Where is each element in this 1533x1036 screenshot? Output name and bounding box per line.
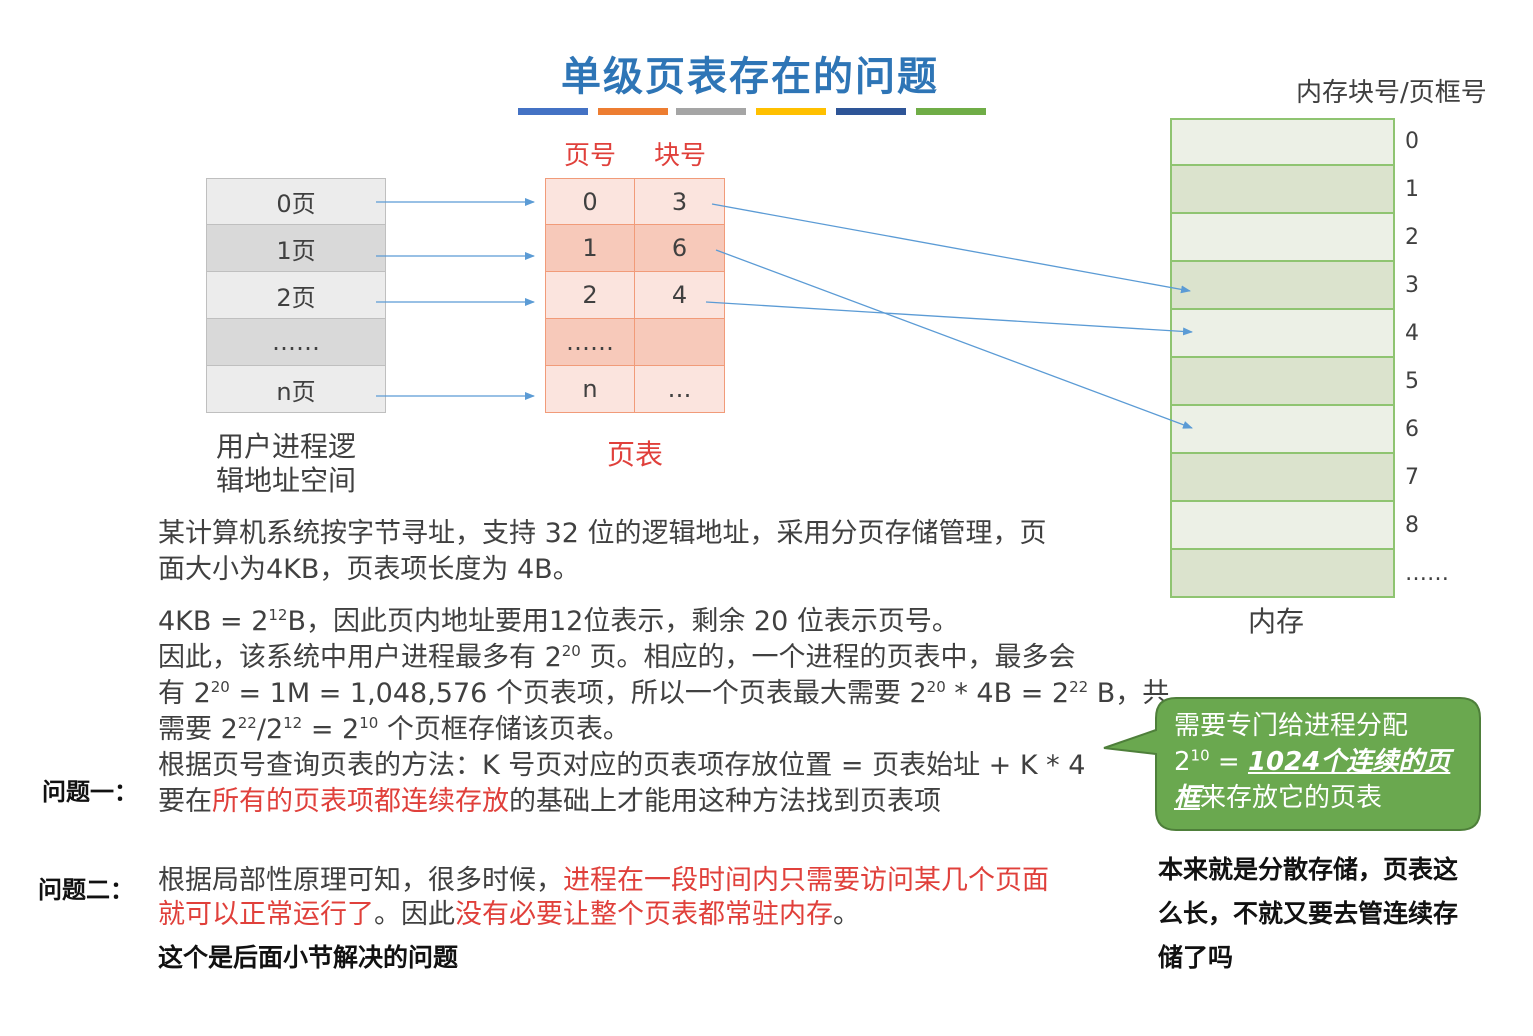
memory-block [1170, 262, 1395, 310]
pt-page-cell: …… [545, 319, 635, 366]
analysis-paragraph: 4KB = 212B，因此页内地址要用12位表示，剩余 20 位表示页号。 因此… [158, 604, 1169, 820]
memory-block [1170, 214, 1395, 262]
logical-label-line1: 用户进程逻 [216, 430, 357, 463]
callout-text: 需要专门给进程分配 210 = 1024个连续的页 框来存放它的页表 [1174, 708, 1474, 816]
bar-segment-navy [836, 108, 906, 115]
question1-label: 问题一： [42, 778, 138, 806]
memory-number: …… [1405, 561, 1449, 586]
memory-block [1170, 550, 1395, 598]
logical-space-label: 用户进程逻 辑地址空间 [216, 430, 356, 498]
pt-page-cell: 1 [545, 225, 635, 272]
memory-number: 6 [1405, 417, 1419, 442]
pt-page-cell: 0 [545, 178, 635, 225]
side-note-line2: 么长，不就又要去管连续存 [1158, 899, 1459, 928]
callout-bubble [1103, 697, 1481, 831]
memory-header: 内存块号/页框号 [1296, 78, 1487, 108]
logical-page-2: 2页 [206, 272, 386, 319]
arrow-block4 [705, 301, 1193, 336]
page-table-row: 1 6 [545, 225, 725, 272]
bar-segment-green [916, 108, 986, 115]
memory-block [1170, 358, 1395, 406]
memory-number: 2 [1405, 225, 1419, 250]
arrow-block6 [715, 249, 1193, 429]
memory-block [1170, 310, 1395, 358]
pt-block-cell [635, 319, 725, 366]
page-table-label: 页表 [606, 438, 663, 471]
analysis-line4: 需要 222/212 = 210 个页框存储该页表。 [158, 714, 630, 745]
side-note-line3: 储了吗 [1158, 943, 1234, 972]
analysis-line2: 因此，该系统中用户进程最多有 220 页。相应的，一个进程的页表中，最多会 [158, 642, 1076, 673]
intro-line1: 某计算机系统按字节寻址，支持 32 位的逻辑地址，采用分页存储管理，页 [158, 518, 1047, 549]
bottom-note: 这个是后面小节解决的问题 [158, 943, 459, 972]
analysis-line3: 有 220 = 1M = 1,048,576 个页表项，所以一个页表最大需要 2… [158, 678, 1170, 709]
question2-label: 问题二： [38, 876, 134, 904]
logical-page-1: 1页 [206, 225, 386, 272]
memory-number: 0 [1405, 129, 1419, 154]
logical-page-0: 0页 [206, 178, 386, 225]
memory-block [1170, 406, 1395, 454]
q2-line1: 根据局部性原理可知，很多时候，进程在一段时间内只需要访问某几个页面 [158, 865, 1049, 896]
page-table-row: 0 3 [545, 178, 725, 225]
memory-block [1170, 502, 1395, 550]
title-color-bar [518, 108, 988, 117]
callout-line3: 框来存放它的页表 [1174, 783, 1383, 813]
analysis-line5: 根据页号查询页表的方法：K 号页对应的页表项存放位置 = 页表始址 + K * … [158, 750, 1086, 781]
logical-page-ellipsis: …… [206, 319, 386, 366]
analysis-line6: 要在所有的页表项都连续存放的基础上才能用这种方法找到页表项 [158, 786, 941, 817]
pt-block-cell: 4 [635, 272, 725, 319]
arrow-block3 [711, 203, 1191, 294]
side-note: 本来就是分散存储，页表这 么长，不就又要去管连续存 储了吗 [1158, 848, 1498, 980]
page-table: 0 3 1 6 2 4 …… n … [545, 178, 725, 413]
memory-number: 5 [1405, 369, 1419, 394]
intro-paragraph: 某计算机系统按字节寻址，支持 32 位的逻辑地址，采用分页存储管理，页 面大小为… [158, 516, 1047, 588]
memory-number: 3 [1405, 273, 1419, 298]
callout-line1: 需要专门给进程分配 [1174, 711, 1409, 741]
logical-label-line2: 辑地址空间 [216, 464, 357, 497]
intro-line2: 面大小为4KB，页表项长度为 4B。 [158, 554, 580, 585]
bar-segment-blue [518, 108, 588, 115]
memory-label: 内存 [1247, 605, 1304, 638]
pt-block-cell: 6 [635, 225, 725, 272]
pt-block-cell: … [635, 366, 725, 413]
analysis-line1: 4KB = 212B，因此页内地址要用12位表示，剩余 20 位表示页号。 [158, 606, 959, 637]
page-table-headers: 页号 块号 [545, 135, 725, 172]
memory-number: 8 [1405, 513, 1419, 538]
memory-number: 7 [1405, 465, 1419, 490]
q2-line2: 就可以正常运行了。因此没有必要让整个页表都常驻内存。 [158, 899, 860, 930]
memory-number: 4 [1405, 321, 1419, 346]
header-page-number: 页号 [563, 141, 616, 171]
page-table-row: 2 4 [545, 272, 725, 319]
memory-blocks [1170, 118, 1395, 598]
bar-segment-gray [676, 108, 746, 115]
logical-address-space: 0页 1页 2页 …… n页 [206, 178, 386, 413]
memory-block [1170, 454, 1395, 502]
callout-line2: 210 = 1024个连续的页 [1174, 746, 1451, 777]
page-table-row: …… [545, 319, 725, 366]
logical-page-n: n页 [206, 366, 386, 413]
memory-number: 1 [1405, 177, 1419, 202]
header-block-number: 块号 [653, 141, 706, 171]
page-table-row: n … [545, 366, 725, 413]
memory-block [1170, 118, 1395, 166]
memory-block-numbers: 0 1 2 3 4 5 6 7 8 …… [1405, 118, 1465, 598]
bar-segment-yellow [756, 108, 826, 115]
pt-page-cell: 2 [545, 272, 635, 319]
bar-segment-orange [598, 108, 668, 115]
pt-block-cell: 3 [635, 178, 725, 225]
slide-title: 单级页表存在的问题 [561, 54, 939, 100]
memory-block [1170, 166, 1395, 214]
side-note-line1: 本来就是分散存储，页表这 [1158, 855, 1459, 884]
question2-text: 根据局部性原理可知，很多时候，进程在一段时间内只需要访问某几个页面 就可以正常运… [158, 864, 1049, 932]
pt-page-cell: n [545, 366, 635, 413]
